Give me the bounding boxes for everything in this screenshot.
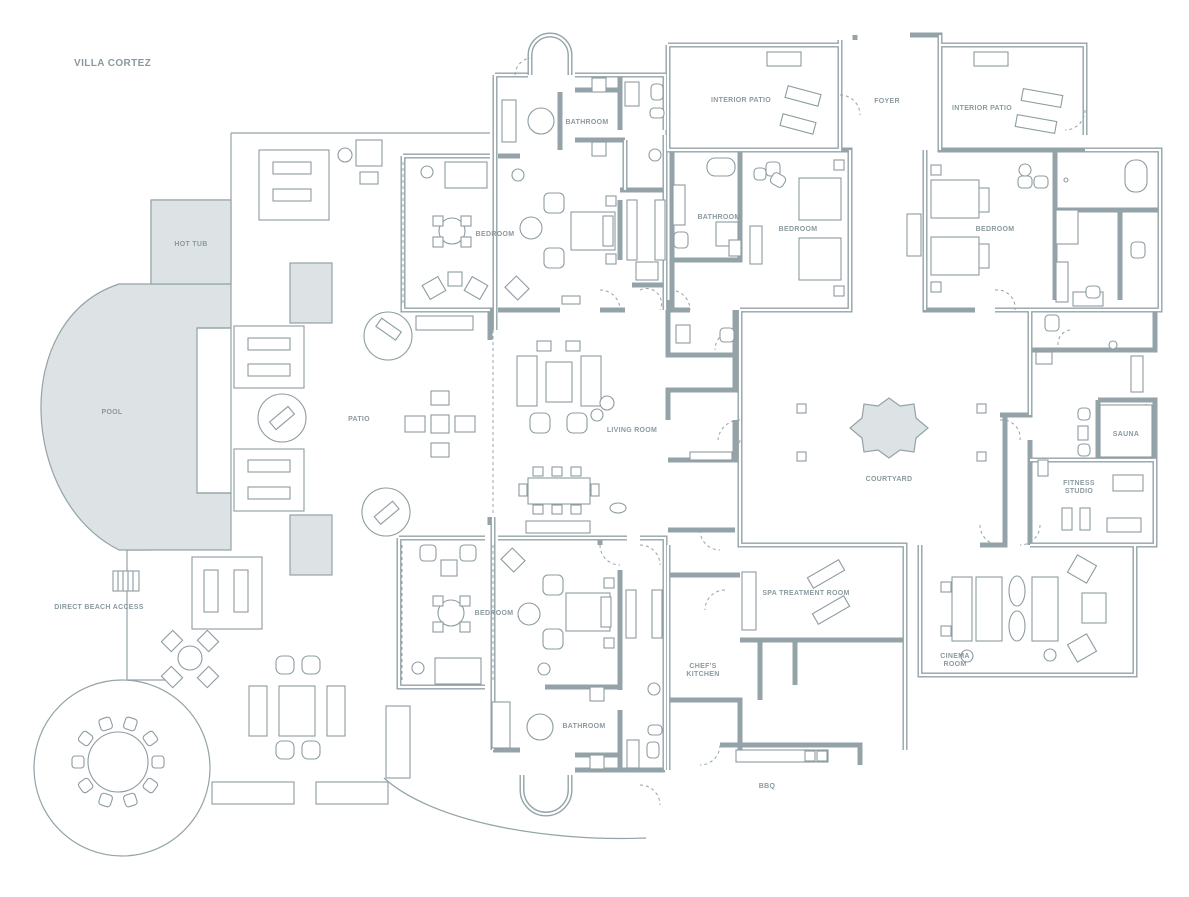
dining-chair bbox=[77, 777, 94, 794]
label-foyer: FOYER bbox=[874, 98, 900, 105]
round-dining-area bbox=[33, 679, 211, 857]
dining-chair bbox=[123, 716, 138, 732]
label-pool: POOL bbox=[101, 409, 122, 416]
label-interior-patio-right: INTERIOR PATIO bbox=[952, 105, 1012, 112]
furniture bbox=[404, 51, 1153, 770]
label-spa-treatment-room: SPA TREATMENT ROOM bbox=[762, 590, 849, 597]
label-bathroom-bottom: BATHROOM bbox=[562, 723, 605, 730]
pool bbox=[40, 283, 232, 551]
planter-b bbox=[289, 514, 333, 576]
planter-a bbox=[289, 262, 333, 324]
sauna-room bbox=[1099, 404, 1153, 458]
labels: VILLA CORTEZ HOT TUB POOL PATIO DIRECT B… bbox=[54, 58, 1139, 790]
label-chefs-1: CHEF'S bbox=[689, 663, 716, 670]
label-bbq: BBQ bbox=[759, 783, 776, 790]
dining-chair bbox=[77, 730, 94, 747]
door-swings bbox=[514, 57, 1151, 806]
beach-stairs bbox=[112, 570, 140, 592]
label-cinema-2: ROOM bbox=[944, 661, 967, 668]
label-hot-tub: HOT TUB bbox=[174, 241, 207, 248]
label-cinema-1: CINEMA bbox=[940, 653, 969, 660]
label-bathroom-top: BATHROOM bbox=[565, 119, 608, 126]
dining-chair bbox=[151, 755, 165, 769]
label-patio: PATIO bbox=[348, 416, 370, 423]
label-courtyard: COURTYARD bbox=[866, 476, 913, 483]
walls-inner bbox=[397, 35, 1162, 770]
label-chefs-2: KITCHEN bbox=[686, 671, 719, 678]
label-bedroom-bottom: BEDROOM bbox=[475, 610, 514, 617]
hot-tub bbox=[150, 199, 232, 285]
label-fitness-2: STUDIO bbox=[1065, 488, 1094, 495]
dining-chair bbox=[142, 777, 159, 794]
dining-chair bbox=[71, 755, 85, 769]
plan-title: VILLA CORTEZ bbox=[74, 58, 151, 69]
label-direct-beach-access: DIRECT BEACH ACCESS bbox=[54, 604, 143, 611]
courtyard-fountain bbox=[849, 397, 929, 459]
dining-chair bbox=[123, 792, 138, 808]
label-living-room: LIVING ROOM bbox=[607, 427, 657, 434]
label-bathroom-center: BATHROOM bbox=[697, 214, 740, 221]
label-interior-patio-left: INTERIOR PATIO bbox=[711, 97, 771, 104]
dining-chair bbox=[98, 792, 113, 808]
pool-area bbox=[33, 132, 647, 857]
label-fitness-1: FITNESS bbox=[1063, 480, 1095, 487]
label-sauna: SAUNA bbox=[1113, 431, 1139, 438]
dining-chair bbox=[98, 716, 113, 732]
label-bedroom-center: BEDROOM bbox=[779, 226, 818, 233]
dining-chair bbox=[142, 730, 159, 747]
label-bedroom-top-left: BEDROOM bbox=[476, 231, 515, 238]
label-bedroom-right: BEDROOM bbox=[976, 226, 1015, 233]
